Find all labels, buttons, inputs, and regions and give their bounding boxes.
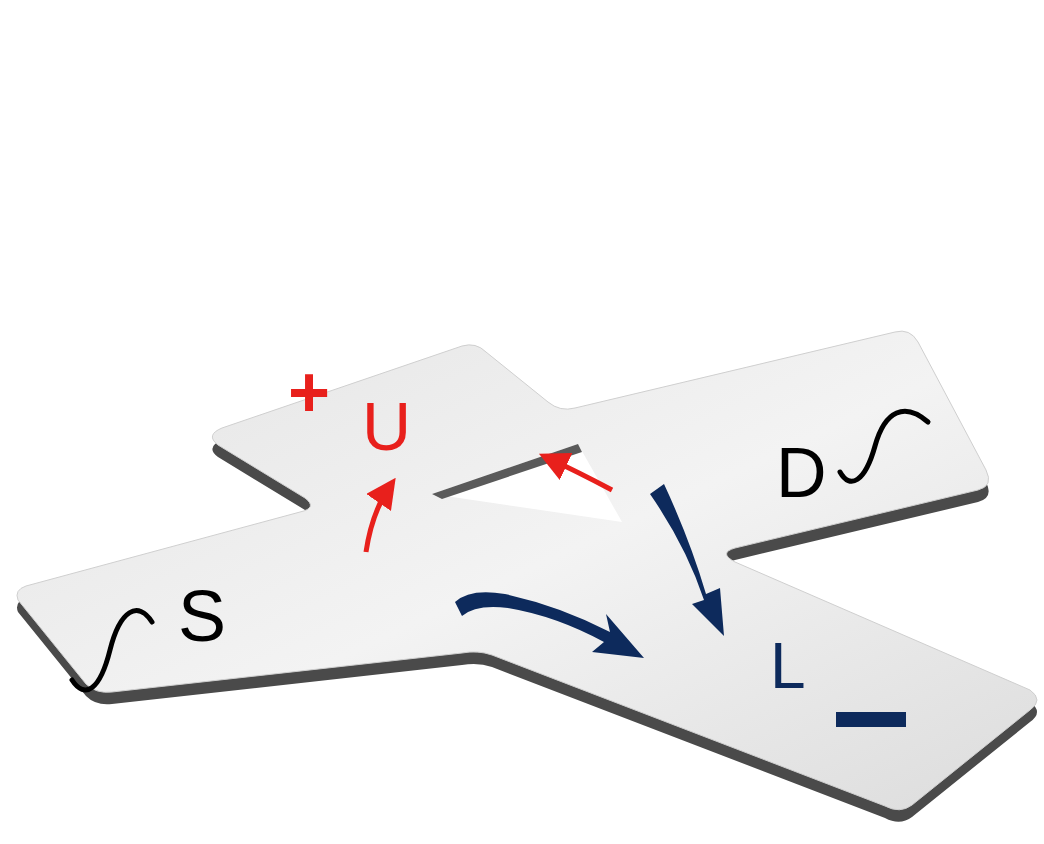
current-arrow-red [366,486,390,552]
slab-top [17,331,1037,810]
current-arrow-blue [455,592,644,658]
central-hole [432,444,622,522]
terminal-label: S [178,580,226,652]
current-arrow-red [548,458,612,490]
terminal-label: D [776,438,827,508]
hole-wall [432,444,582,499]
sine-source [72,611,152,690]
current-arrow-blue [650,484,724,636]
terminal-label: L [770,634,806,698]
polarity-sign: + [288,356,330,428]
minus-sign [836,712,906,727]
sine-drain [840,411,928,481]
terminal-label: U [362,392,411,460]
